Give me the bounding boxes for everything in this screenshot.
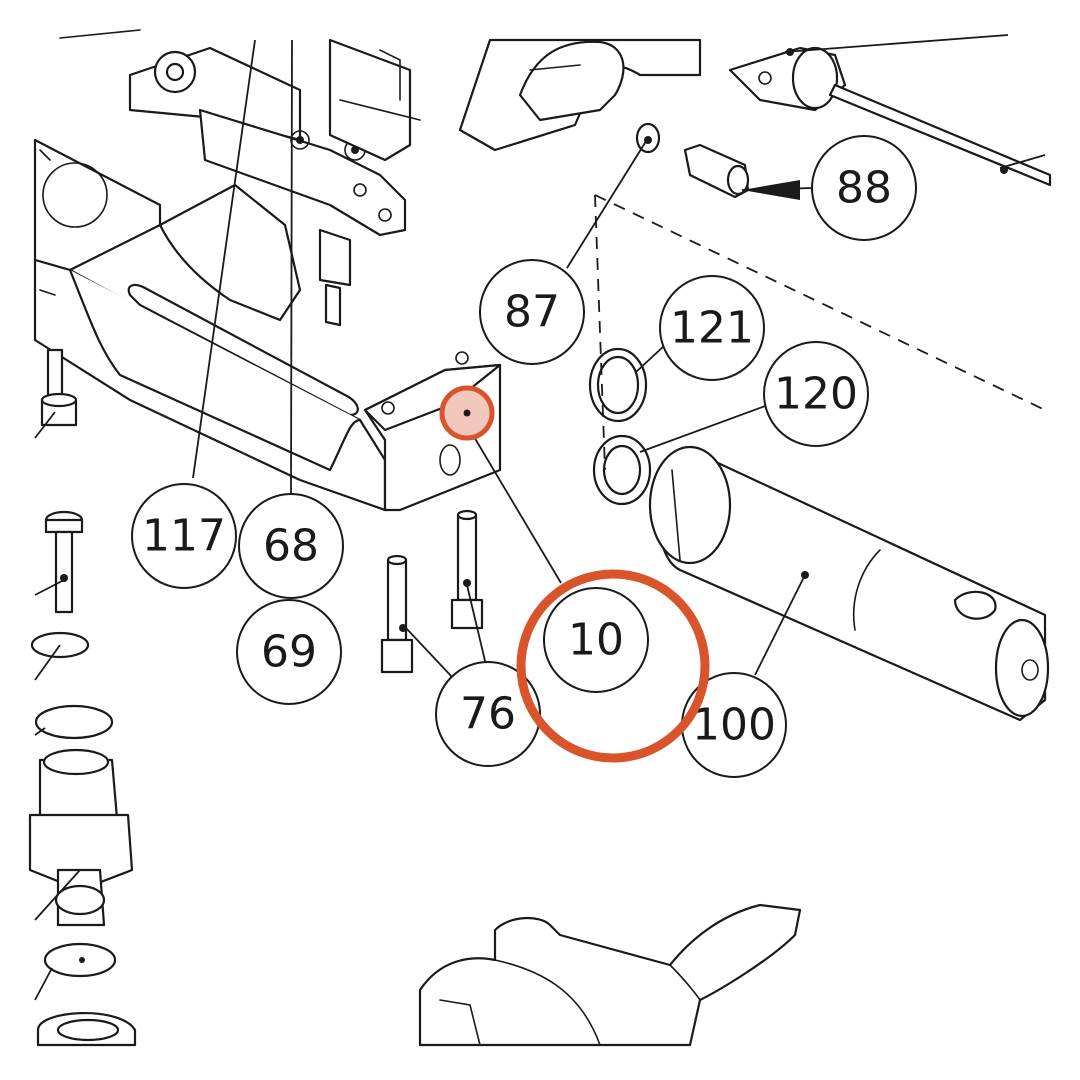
pins-and-screws <box>44 509 484 674</box>
cylinder <box>648 445 1050 722</box>
callout-76-label: 76 <box>460 689 516 740</box>
grip-handle <box>418 903 802 1047</box>
callout-68: 68 <box>238 493 344 599</box>
callout-87-label: 87 <box>504 287 560 338</box>
callout-117: 117 <box>131 483 237 589</box>
highlight-dot-center <box>463 409 471 417</box>
alignment-lines <box>594 194 1046 471</box>
callout-10: 10 <box>543 587 649 693</box>
callout-121: 121 <box>659 275 765 381</box>
callout-76: 76 <box>435 661 541 767</box>
callout-100-label: 100 <box>692 700 776 751</box>
leader-dots <box>60 48 1008 632</box>
small-fittings <box>588 122 750 506</box>
callout-120-label: 120 <box>774 369 858 420</box>
bridge-bracket <box>458 38 702 152</box>
callout-87: 87 <box>479 259 585 365</box>
callout-69: 69 <box>236 599 342 705</box>
callout-120: 120 <box>763 341 869 447</box>
callout-69-label: 69 <box>261 627 317 678</box>
callout-88-label: 88 <box>836 163 892 214</box>
leader-lines <box>34 34 1046 1001</box>
callout-88: 88 <box>811 135 917 241</box>
callout-121-label: 121 <box>670 303 754 354</box>
trigger-mechanism <box>59 29 421 327</box>
callout-117-label: 117 <box>142 511 226 562</box>
callout-10-label: 10 <box>568 615 624 666</box>
arrowhead-icon <box>742 180 800 200</box>
receiver-body <box>33 138 387 512</box>
callout-68-label: 68 <box>263 521 319 572</box>
highlight-ring <box>516 569 710 763</box>
fitting-stack <box>28 631 137 1047</box>
callout-100: 100 <box>681 672 787 778</box>
rod-assembly <box>728 46 1052 187</box>
